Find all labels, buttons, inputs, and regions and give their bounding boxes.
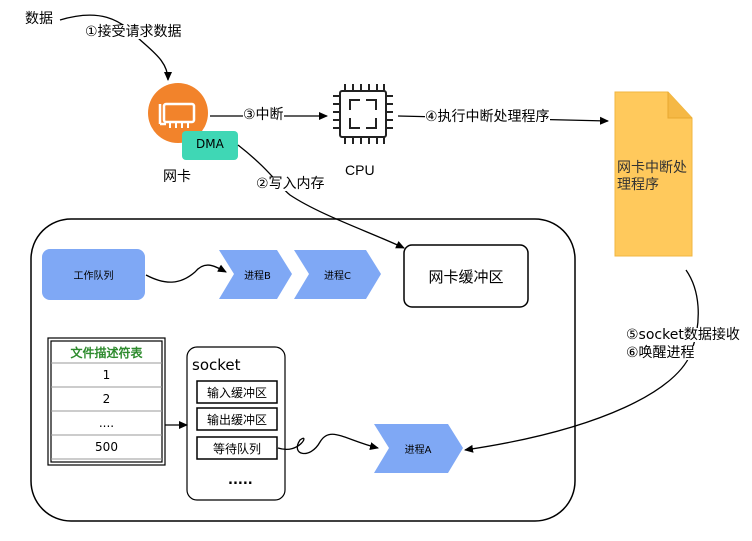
arrow-dma-to-buffer bbox=[237, 144, 405, 249]
socket-wait-queue: 等待队列 bbox=[212, 441, 261, 456]
fd-table-header: 文件描述符表 bbox=[70, 345, 143, 360]
socket-title: socket bbox=[192, 356, 241, 374]
fd-table-frame bbox=[47, 337, 166, 466]
nic-label: 网卡 bbox=[163, 169, 191, 185]
cpu-icon bbox=[333, 84, 393, 144]
handler-document-fold bbox=[667, 92, 692, 119]
dma-box bbox=[182, 131, 238, 160]
step1-label: ①接受请求数据 bbox=[85, 24, 182, 40]
process-c-label: 进程C bbox=[324, 271, 351, 282]
data-label: 数据 bbox=[25, 11, 53, 27]
step2-label: ②写入内存 bbox=[256, 176, 325, 192]
nic-icon bbox=[148, 83, 208, 143]
dma-label: DMA bbox=[196, 137, 224, 151]
socket-item-frame bbox=[196, 380, 278, 404]
arrow-handler-to-process-a bbox=[464, 269, 699, 453]
socket-input-buffer: 输入缓冲区 bbox=[206, 385, 267, 400]
cpu-label: CPU bbox=[345, 162, 375, 178]
handler-label: 网卡中断处理程序 bbox=[617, 160, 687, 193]
process-c-shape bbox=[294, 250, 381, 299]
fd-row: 1 bbox=[102, 368, 111, 382]
process-b-shape bbox=[219, 250, 292, 299]
socket-output-buffer: 输出缓冲区 bbox=[206, 412, 267, 427]
arrow-waitqueue-to-process-a bbox=[277, 433, 379, 455]
handler-document bbox=[614, 91, 693, 257]
process-b-label: 进程B bbox=[244, 271, 271, 282]
step4-label: ④执行中断处理程序 bbox=[425, 109, 550, 125]
work-queue-shape bbox=[42, 249, 145, 300]
step5-label: ⑤socket数据接收 bbox=[626, 327, 740, 343]
step3-label: ③中断 bbox=[243, 107, 284, 123]
process-a-label: 进程A bbox=[404, 445, 432, 456]
fd-row: .... bbox=[98, 416, 115, 430]
socket-item-frame bbox=[196, 407, 278, 431]
arrow-queue-to-process-b bbox=[145, 264, 227, 283]
work-queue-label: 工作队列 bbox=[73, 271, 114, 282]
nic-buffer-label: 网卡缓冲区 bbox=[428, 267, 504, 286]
step6-label: ⑥唤醒进程 bbox=[626, 345, 695, 361]
process-a-shape bbox=[374, 424, 463, 473]
fd-row: 500 bbox=[95, 440, 118, 454]
fd-row: 2 bbox=[102, 392, 111, 406]
socket-item-frame bbox=[196, 436, 278, 460]
nic-buffer-box bbox=[403, 244, 529, 308]
socket-more: ..... bbox=[228, 473, 253, 488]
